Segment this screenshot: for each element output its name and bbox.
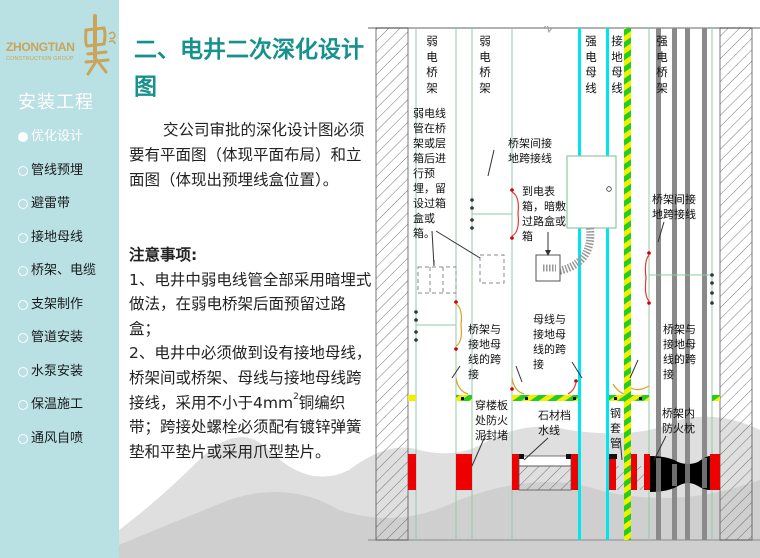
logo-calligraphy-icon bbox=[84, 14, 116, 76]
bullet-circle-icon bbox=[18, 366, 28, 377]
note-tray-busbar-jumper-2: 桥架与接地母线的跨接 bbox=[663, 323, 696, 381]
logo-brand-sub: CONSTRUCTION GROUP bbox=[6, 56, 74, 62]
sidebar-item-label: 水泵安装 bbox=[31, 363, 84, 379]
sidebar-item-pipe-install[interactable]: 管道安装 bbox=[18, 329, 96, 363]
sidebar-item-pump-install[interactable]: 水泵安装 bbox=[18, 363, 96, 397]
sidebar-item-label: 优化设计 bbox=[31, 129, 84, 144]
note-tray-ground-jumper-2: 桥架间接地跨接线 bbox=[652, 193, 696, 221]
note-fire-seal: 穿楼板处防火泥封堵 bbox=[475, 399, 508, 442]
sidebar-item-label: 通风自喷 bbox=[31, 430, 84, 446]
label-ground-busbar: 接地母线 bbox=[611, 34, 623, 95]
sidebar-item-label: 管道安装 bbox=[31, 330, 84, 345]
sidebar-item-bracket[interactable]: 支架制作 bbox=[18, 296, 96, 330]
page-title: 二、电井二次深化设计图 bbox=[134, 37, 364, 100]
company-logo: ZHONGTIAN CONSTRUCTION GROUP bbox=[6, 14, 116, 76]
note-stone-curb: 石材档水线 bbox=[538, 409, 571, 437]
bullet-circle-icon bbox=[18, 165, 28, 176]
sidebar-item-lightning-strip[interactable]: 避雷带 bbox=[18, 195, 96, 229]
sidebar-item-label: 管线预埋 bbox=[31, 162, 84, 178]
notes-title: 注意事项: bbox=[129, 246, 198, 264]
sidebar-item-insulation[interactable]: 保温施工 bbox=[18, 396, 96, 430]
note-weak-conduit: 弱电线管在桥架或层箱后进行预埋，留设过箱盒或箱。 bbox=[413, 107, 446, 240]
note-tray-ground-jumper-1: 桥架间接地跨接线 bbox=[508, 137, 552, 165]
note-1: 1、电井中弱电线管全部采用暗埋式做法，在弱电桥架后面预留过路盒； bbox=[129, 270, 372, 338]
intro-paragraph: 交公司审批的深化设计图必须要有平面图（体现平面布局）和立面图（体现出预埋线盒位置… bbox=[129, 118, 369, 193]
sidebar-item-pipe-embedding[interactable]: 管线预埋 bbox=[18, 162, 96, 196]
notes-block: 注意事项: 1、电井中弱电线管全部采用暗埋式做法，在弱电桥架后面预留过路盒； 2… bbox=[129, 243, 374, 464]
sidebar-item-label: 保温施工 bbox=[31, 397, 84, 412]
shaft-elevation-diagram: 弱电桥架 弱电桥架 强电母线 接地母线 强电桥架 弱电线管在桥架或层箱后进行预埋… bbox=[368, 26, 760, 542]
label-strong-tray: 强电桥架 bbox=[656, 34, 668, 95]
bullet-circle-icon bbox=[18, 400, 28, 410]
sidebar-item-tray-cable[interactable]: 桥架、电缆 bbox=[18, 262, 96, 296]
diagram-drawing bbox=[368, 26, 760, 541]
sidebar-item-label: 桥架、电缆 bbox=[31, 263, 97, 278]
bullet-circle-icon bbox=[18, 232, 28, 243]
note-fire-pillow: 桥架内防火枕 bbox=[662, 407, 695, 435]
bullet-filled-icon bbox=[18, 132, 28, 142]
label-weak-tray-2: 弱电桥架 bbox=[479, 34, 491, 95]
note-to-meter-box: 到电表箱，暗敷过路盒或箱 bbox=[522, 185, 566, 243]
sidebar-item-optimize-design[interactable]: 优化设计 bbox=[18, 128, 96, 162]
sidebar-item-label: 接地母线 bbox=[31, 229, 84, 245]
bullet-circle-icon bbox=[18, 266, 28, 276]
note-busbar-ground-jumper: 母线与接地母线的跨接 bbox=[533, 313, 566, 371]
sidebar-item-ventilation[interactable]: 通风自喷 bbox=[18, 430, 96, 464]
bullet-circle-icon bbox=[18, 199, 28, 209]
note-steel-sleeve: 钢套管 bbox=[610, 407, 621, 450]
background-mountain-decoration bbox=[119, 416, 760, 558]
sidebar-item-label: 支架制作 bbox=[31, 296, 84, 312]
note-2: 2、电井中必须做到设有接地母线，桥架间或桥架、母线与接地母线跨接线，采用不小于4… bbox=[129, 344, 372, 461]
content-panel: 二、电井二次深化设计图 交公司审批的深化设计图必须要有平面图（体现平面布局）和立… bbox=[119, 0, 371, 558]
sidebar-nav: 优化设计 管线预埋 避雷带 接地母线 桥架、电缆 支架制作 管道安装 水泵安装 … bbox=[18, 128, 96, 463]
section-title: 安装工程 bbox=[18, 92, 94, 113]
bullet-circle-icon bbox=[18, 433, 28, 444]
note-tray-busbar-jumper-1: 桥架与接地母线的跨接 bbox=[468, 323, 501, 381]
logo-brand-en: ZHONGTIAN bbox=[6, 40, 75, 54]
bullet-circle-icon bbox=[18, 333, 28, 343]
sidebar-item-label: 避雷带 bbox=[31, 196, 71, 211]
label-weak-tray-1: 弱电桥架 bbox=[426, 34, 438, 95]
intro-text: 交公司审批的深化设计图必须要有平面图（体现平面布局）和立面图（体现出预埋线盒位置… bbox=[129, 121, 365, 189]
label-strong-busbar: 强电母线 bbox=[585, 34, 597, 95]
sidebar-item-ground-busbar[interactable]: 接地母线 bbox=[18, 229, 96, 263]
sidebar: ZHONGTIAN CONSTRUCTION GROUP 安装工程 优化设计 管… bbox=[0, 0, 119, 558]
bullet-circle-icon bbox=[18, 299, 28, 310]
